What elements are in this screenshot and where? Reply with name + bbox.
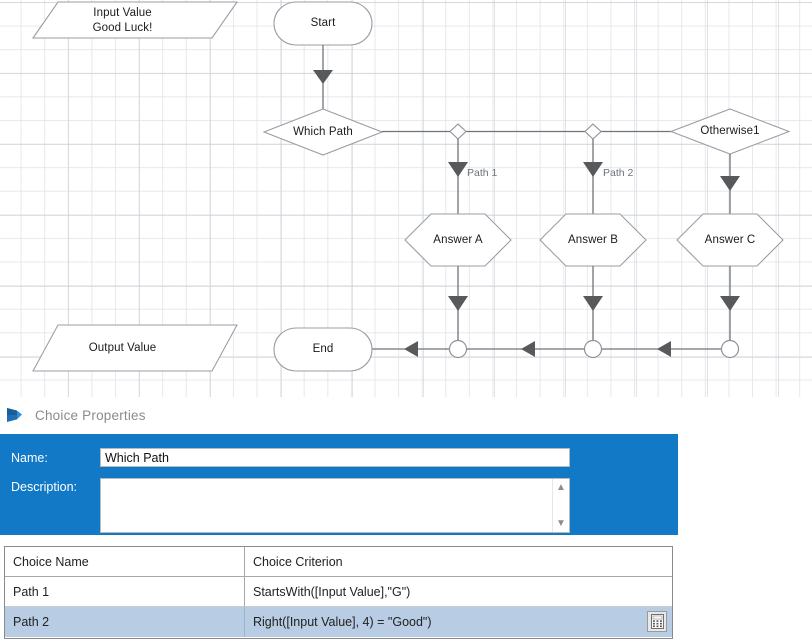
- junction-path-1: [449, 123, 467, 140]
- node-output-value-shape: [32, 324, 238, 372]
- properties-form-panel: Name: Description: ▲ ▼: [0, 434, 678, 535]
- node-start-shape: [273, 1, 373, 46]
- node-answer-a-shape: [404, 213, 512, 267]
- flowchart-diagram: .shp{fill:#ffffff;stroke:#9a9ea4;stroke-…: [31, 1, 791, 372]
- table-row[interactable]: Path 1 StartsWith([Input Value],"G"): [5, 577, 672, 607]
- node-answer-b-shape: [539, 213, 647, 267]
- junction-path-2: [584, 123, 602, 140]
- properties-header-title: Choice Properties: [35, 407, 146, 423]
- edge-label-path-1: Path 1: [467, 167, 498, 179]
- description-field-wrap: ▲ ▼: [100, 478, 570, 533]
- arrowhead-to-answer-c: [720, 176, 740, 191]
- node-answer-c-shape: [676, 213, 784, 267]
- edge-label-path-2: Path 2: [603, 167, 634, 179]
- description-scrollbar[interactable]: ▲ ▼: [552, 479, 569, 532]
- node-which-path-shape: [262, 108, 384, 156]
- expression-builder-button[interactable]: [647, 611, 667, 632]
- arrowhead-to-answer-a: [448, 162, 468, 177]
- table-row[interactable]: Path 2 Right([Input Value], 4) = "Good"): [5, 607, 672, 637]
- scroll-up-icon[interactable]: ▲: [556, 481, 566, 493]
- name-input[interactable]: [100, 448, 570, 467]
- cell-choice-name[interactable]: Path 2: [5, 607, 245, 637]
- cell-choice-criterion[interactable]: StartsWith([Input Value],"G"): [253, 584, 411, 599]
- name-row: Name:: [0, 448, 570, 467]
- column-header-choice-criterion: Choice Criterion: [253, 554, 343, 569]
- description-textarea[interactable]: [101, 479, 553, 532]
- description-row: Description: ▲ ▼: [0, 478, 570, 533]
- node-input-value-shape: [31, 1, 239, 39]
- merge-circle-c: [720, 339, 740, 359]
- choice-grid[interactable]: Choice Name Choice Criterion Path 1 Star…: [4, 546, 673, 639]
- arrowhead-answer-b-down: [583, 296, 603, 311]
- cell-choice-criterion[interactable]: Right([Input Value], 4) = "Good"): [253, 615, 432, 629]
- name-label: Name:: [11, 450, 48, 465]
- node-end-shape: [273, 327, 373, 372]
- arrowhead-start-to-which-path: [313, 70, 333, 84]
- merge-circle-a: [448, 339, 468, 359]
- arrowhead-answer-a-down: [448, 296, 468, 311]
- merge-circle-b: [583, 339, 603, 359]
- column-header-choice-name: Choice Name: [5, 547, 245, 576]
- cell-choice-name[interactable]: Path 1: [5, 577, 245, 606]
- arrowhead-to-answer-b: [583, 162, 603, 177]
- arrowhead-return-2: [521, 341, 535, 357]
- scroll-down-icon[interactable]: ▼: [556, 517, 566, 529]
- arrowhead-return-3: [657, 341, 671, 357]
- choice-grid-header-row: Choice Name Choice Criterion: [5, 547, 672, 577]
- description-label: Description:: [11, 480, 77, 494]
- flag-icon: [5, 406, 27, 424]
- node-otherwise1-shape: [669, 108, 791, 155]
- arrowhead-answer-c-down: [720, 296, 740, 311]
- properties-header: Choice Properties: [0, 398, 812, 432]
- arrowhead-return-1: [404, 341, 418, 357]
- calculator-icon: [650, 614, 664, 629]
- flowchart-canvas[interactable]: .shp{fill:#ffffff;stroke:#9a9ea4;stroke-…: [0, 0, 812, 397]
